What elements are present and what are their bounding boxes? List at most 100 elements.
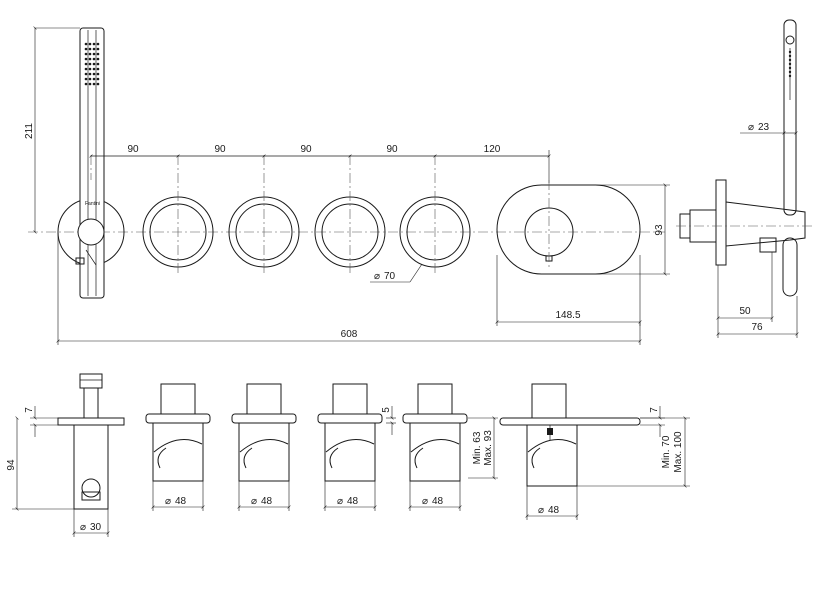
nozzle-dot [88,47,92,51]
nozzle-dot [88,77,92,81]
nozzle-dot [88,52,92,56]
mixer-cartridge [531,383,567,419]
side-nozzle-dot [788,50,792,54]
nozzle-dot [88,42,92,46]
nozzle-dot [96,82,100,86]
dim-93: 93 [654,224,665,236]
dim-23: 23 [758,122,770,133]
side-handshower [783,19,797,216]
nozzle-dot [96,42,100,46]
dim-7-left: 7 [24,407,35,413]
dimension-plate-height: 93 [590,183,670,276]
oval-plate [496,184,641,275]
nozzle-dot [96,57,100,61]
valve-knob-2 [228,155,300,275]
nozzle-dot [92,67,96,71]
dim-min-70: Min. 70 [661,435,672,468]
svg-text:⌀: ⌀ [538,505,544,516]
nozzle-dot [88,72,92,76]
dim-spacing-4: 90 [386,144,398,155]
svg-text:⌀: ⌀ [80,522,86,533]
dim-spacing-5: 120 [484,144,501,155]
diameter-symbol: ⌀ [374,271,380,282]
nozzle-dot [92,52,96,56]
nozzle-dot [84,67,88,71]
mixer-plate-profile [499,417,641,426]
elevation-valve-2: ⌀ 48 [231,383,297,511]
outlet-thread [79,373,103,389]
side-wall-plate [715,179,727,266]
valve-knob-4 [399,155,471,275]
outlet-wall-plate [57,417,125,426]
dim-max-93: Max. 93 [483,430,494,466]
dim-70: 70 [384,271,396,282]
nozzle-dot [88,82,92,86]
elevation-mixer: 7 Min. 70 Max. 100 ⌀ 48 [499,383,690,520]
dimension-spacer: 5 [381,406,396,435]
nozzle-dot [84,77,88,81]
side-nozzle-dot [788,66,792,70]
nozzle-dot [84,72,88,76]
nozzle-dot [96,47,100,51]
nozzle-dot [92,82,96,86]
nozzle-dot [88,67,92,71]
dimension-knob-diameter: ⌀ 70 [370,263,423,283]
dim-608: 608 [341,329,358,340]
dim-148-5: 148.5 [555,310,580,321]
dim-48-valve-4: 48 [432,496,444,507]
diameter-symbol: ⌀ [337,496,343,507]
dim-spacing-1: 90 [127,144,139,155]
dimension-plate-width: 148.5 [495,255,642,326]
side-nozzle-dot [788,62,792,66]
side-nozzle-dot [788,70,792,74]
nozzle-dot [84,57,88,61]
dimension-handshower-height: 211 [24,26,80,234]
nozzle-dot [92,72,96,76]
diameter-symbol: ⌀ [251,496,257,507]
dim-48-mixer: 48 [548,505,560,516]
dim-48-valve-1: 48 [175,496,187,507]
spacing-dimensions: 90 90 90 90 120 [89,144,551,183]
dim-spacing-2: 90 [214,144,226,155]
nozzle-dot [96,52,100,56]
outlet-body [73,424,109,510]
nozzle-dot [84,52,88,56]
nozzle-dot [92,57,96,61]
side-nozzle-dot [788,74,792,78]
dim-48-valve-2: 48 [261,496,273,507]
elevation-valves: ⌀48⌀48⌀48⌀48 [145,383,468,511]
nozzle-dot [84,62,88,66]
side-view-assembly: ⌀ 23 50 76 [676,19,812,338]
side-nozzle-dot [788,54,792,58]
spray-nozzles [84,42,100,86]
handshower-holder-knob [77,218,105,246]
dim-7-right: 7 [649,407,660,413]
hose-connector [75,257,85,265]
nozzle-dot [88,62,92,66]
nozzle-dot [84,82,88,86]
dim-94: 94 [6,459,17,471]
dim-5: 5 [381,407,392,413]
dim-spacing-3: 90 [300,144,312,155]
valve-knob-3 [314,155,386,275]
nozzle-dot [84,42,88,46]
nozzle-dot [96,62,100,66]
side-handle [782,237,798,297]
mixer-plate [496,180,641,275]
outlet-hose-connector [81,478,101,498]
elevation-outlet: 7 94 ⌀ 30 [6,373,125,537]
dim-min-63: Min. 63 [472,431,483,464]
diameter-symbol: ⌀ [422,496,428,507]
elevation-valve-3: ⌀48 [317,383,383,511]
elevation-valve-1: ⌀ 48 [145,383,211,511]
nozzle-dot [96,67,100,71]
diameter-symbol: ⌀ [165,496,171,507]
nozzle-dot [96,77,100,81]
brand-mark: Fantini [85,201,100,207]
dimension-valve-depth: Min. 63 Max. 93 [468,416,498,480]
side-hose-outlet [759,237,777,253]
dim-211: 211 [24,123,35,139]
nozzle-dot [92,77,96,81]
outlet-stem [83,387,99,419]
